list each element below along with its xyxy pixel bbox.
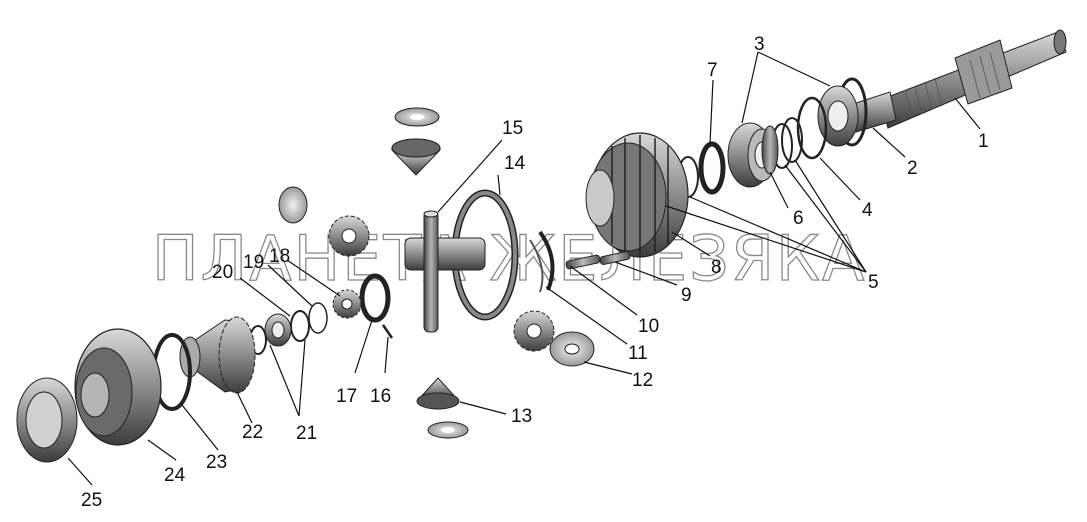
leader-lines (67, 51, 981, 486)
callout-20: 20 (212, 262, 233, 283)
bevel-gear-part-13 (416, 377, 469, 439)
pinion-gear-right (513, 310, 555, 352)
shim-part-4 (796, 96, 828, 160)
gear-part-18 (332, 289, 362, 319)
ring-part-19 (308, 302, 328, 334)
bearing-part-21 (249, 313, 292, 355)
callout-6: 6 (793, 208, 804, 229)
callout-8: 8 (711, 257, 722, 278)
callout-16: 16 (370, 386, 391, 407)
callout-19: 19 (243, 252, 264, 273)
end-ring-part-25 (16, 377, 78, 463)
callout-17: 17 (336, 386, 357, 407)
callout-3: 3 (754, 34, 765, 55)
washer-part-17 (359, 273, 391, 323)
callout-12: 12 (632, 370, 653, 391)
cover-part-24 (74, 328, 162, 446)
callout-4: 4 (862, 200, 873, 221)
hub-gear-part-22 (179, 316, 256, 394)
callout-labels: 1 2 3 4 5 6 7 8 9 10 11 12 13 14 15 16 1… (81, 34, 989, 511)
callout-21: 21 (296, 423, 317, 444)
callout-7: 7 (707, 60, 718, 81)
callout-11: 11 (628, 343, 648, 364)
callout-9: 9 (681, 285, 692, 306)
callout-5: 5 (868, 272, 879, 293)
shaft-part-1 (849, 29, 1067, 133)
callout-10: 10 (638, 316, 659, 337)
callout-18: 18 (269, 246, 290, 267)
driven-gear-part-8 (585, 132, 689, 258)
callout-1: 1 (978, 131, 989, 152)
callout-15: 15 (502, 118, 523, 139)
callout-23: 23 (206, 452, 227, 473)
washer-upper-left (278, 186, 308, 224)
shim-part-5a (781, 117, 803, 163)
lock-plate-part-10 (538, 230, 555, 291)
callout-13: 13 (511, 406, 532, 427)
bearing-part-3 (727, 85, 859, 188)
pin-part-16 (381, 324, 394, 339)
callout-2: 2 (907, 158, 918, 179)
callout-24: 24 (164, 465, 186, 486)
callout-14: 14 (504, 153, 526, 174)
ring-part-20 (290, 310, 310, 342)
lock-washer-part-11 (529, 239, 544, 293)
callout-25: 25 (81, 490, 102, 511)
bevel-gear-upper (390, 107, 442, 176)
washer-hole-12 (564, 343, 580, 355)
spacer-part-6 (761, 125, 779, 175)
spider-cross-part-15 (404, 210, 486, 333)
pinion-gear-left (328, 215, 370, 257)
ring-part-7 (698, 141, 726, 195)
callout-22: 22 (242, 422, 263, 443)
